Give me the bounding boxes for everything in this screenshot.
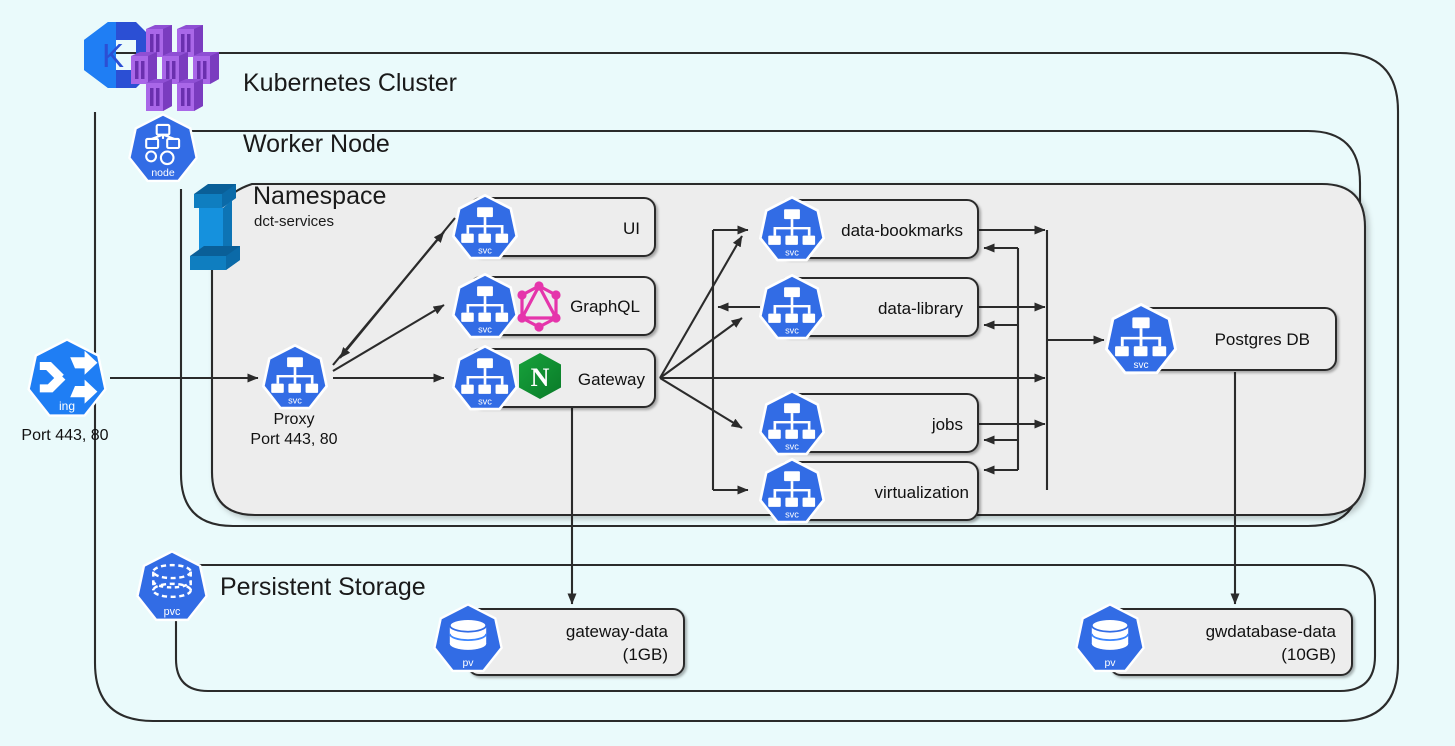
pvc-icon: pvc xyxy=(136,550,208,622)
pv-icon-sublabel: pv xyxy=(462,657,474,669)
pv-icon-sublabel: pv xyxy=(1104,657,1116,669)
graphql-icon xyxy=(517,281,561,332)
proxy-sublabel: Port 443, 80 xyxy=(250,431,337,448)
svc-icon-sublabel: svc xyxy=(478,396,492,406)
svc-icon-sublabel: svc xyxy=(288,395,302,405)
svc-icon-sublabel: svc xyxy=(785,325,799,335)
connector-layer xyxy=(110,217,1240,605)
namespace-container: Namespace dct-services xyxy=(210,182,1367,517)
edge-gateway-jobs xyxy=(659,377,743,429)
namespace-subtitle: dct-services xyxy=(254,213,334,230)
service-box-ui[interactable]: UI xyxy=(469,197,656,257)
node-icon-sublabel: node xyxy=(151,167,175,179)
svc-icon-sublabel: svc xyxy=(785,247,799,257)
edge-gateway-bookmarks xyxy=(659,235,743,379)
service-label-graphql: GraphQL xyxy=(570,297,640,316)
svc-icon-sublabel: svc xyxy=(1133,360,1148,371)
ingress-port-label: Port 443, 80 xyxy=(21,427,108,444)
service-label-data-bookmarks: data-bookmarks xyxy=(841,221,963,240)
volume-name-gwdatabase-data: gwdatabase-data xyxy=(1206,622,1337,641)
service-box-virtualization[interactable]: virtualization xyxy=(777,461,979,521)
ingress-icon: ing xyxy=(27,338,107,417)
svc-icon-data-bookmarks: svc xyxy=(758,195,826,262)
service-box-postgres[interactable]: Postgres DB xyxy=(1127,307,1337,371)
svc-icon-ui: svc xyxy=(451,193,519,260)
volume-size-gateway-data: (1GB) xyxy=(623,645,668,664)
service-label-virtualization: virtualization xyxy=(875,483,970,502)
pvc-icon-sublabel: pvc xyxy=(164,606,181,618)
volume-name-gateway-data: gateway-data xyxy=(566,622,669,641)
svc-icon-gateway: svc xyxy=(451,344,519,411)
service-label-jobs: jobs xyxy=(931,415,963,434)
pod-icons xyxy=(131,25,219,111)
svg-text:N: N xyxy=(531,363,550,392)
service-label-data-library: data-library xyxy=(878,299,964,318)
svc-icon-virtualization: svc xyxy=(758,457,826,524)
svc-icon-sublabel: svc xyxy=(785,509,799,519)
worker-node-container: Worker Node xyxy=(179,129,1362,528)
svg-text:K: K xyxy=(102,37,124,74)
service-label-ui: UI xyxy=(623,219,640,238)
svc-icon-sublabel: svc xyxy=(478,324,492,334)
svc-icon-sublabel: svc xyxy=(785,441,799,451)
svc-icon-jobs: svc xyxy=(758,389,826,456)
pv-icon-gwdatabase-data: pv xyxy=(1075,603,1145,673)
service-label-postgres: Postgres DB xyxy=(1215,330,1310,349)
cluster-container: Kubernetes Cluster xyxy=(93,51,1400,723)
pv-icon-gateway-data: pv xyxy=(433,603,503,673)
svc-icon-postgres: svc xyxy=(1104,302,1178,375)
service-box-jobs[interactable]: jobs xyxy=(777,393,979,453)
edge-ui-proxy xyxy=(339,217,456,359)
svc-icon-data-library: svc xyxy=(758,273,826,340)
edge-gateway-library xyxy=(659,317,743,379)
edge-proxy-graphql xyxy=(332,304,445,372)
worker-node-title: Worker Node xyxy=(243,130,390,158)
svc-icon-proxy: svc xyxy=(261,343,329,410)
service-box-data-library[interactable]: data-library xyxy=(777,277,979,337)
node-icon: node xyxy=(128,113,198,183)
volume-size-gwdatabase-data: (10GB) xyxy=(1281,645,1336,664)
namespace-title: Namespace xyxy=(253,182,386,210)
volume-box-gwdatabase-data[interactable]: gwdatabase-data (10GB) xyxy=(1109,608,1353,676)
persistent-storage-title: Persistent Storage xyxy=(220,573,426,601)
nginx-icon: N xyxy=(519,353,561,399)
service-box-graphql[interactable]: GraphQL xyxy=(469,276,656,336)
ingress-icon-sublabel: ing xyxy=(59,399,75,413)
svc-icon-sublabel: svc xyxy=(478,245,492,255)
namespace-pillar-icon xyxy=(190,184,240,270)
proxy-label: Proxy xyxy=(274,411,315,428)
svc-icon-graphql: svc xyxy=(451,272,519,339)
cluster-title: Kubernetes Cluster xyxy=(243,69,457,97)
service-label-gateway: Gateway xyxy=(578,370,646,389)
volume-box-gateway-data[interactable]: gateway-data (1GB) xyxy=(467,608,685,676)
persistent-storage-container: Persistent Storage xyxy=(174,563,1377,693)
